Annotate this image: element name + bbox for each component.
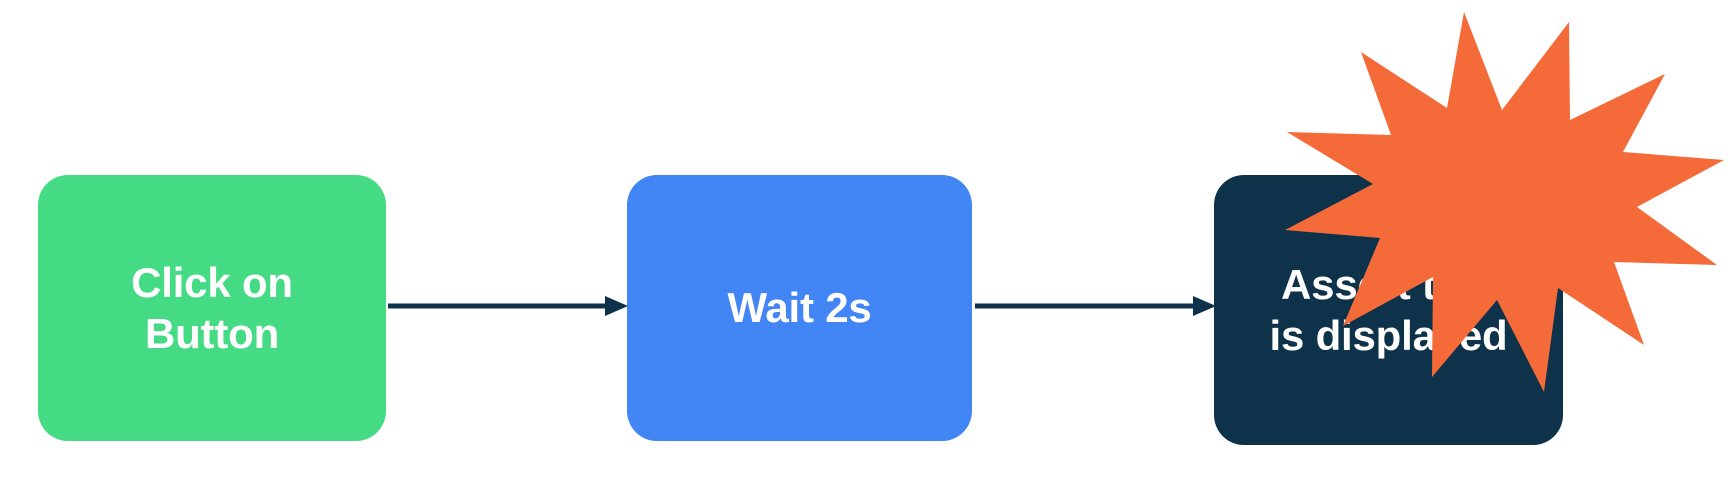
flow-node-wait-2s[interactable]: Wait 2s	[627, 175, 972, 441]
connector-wait-to-assert	[975, 296, 1216, 316]
flow-node-click-on-button[interactable]: Click on Button	[38, 175, 386, 441]
connector-click-to-wait	[388, 296, 628, 316]
flow-node-label: Assert text is displayed	[1269, 260, 1508, 359]
flow-node-label: Click on Button	[131, 258, 293, 357]
arrowhead-icon	[1193, 296, 1216, 316]
arrowhead-icon	[605, 296, 628, 316]
flow-node-assert-text-is-displayed[interactable]: Assert text is displayed	[1214, 175, 1563, 445]
flow-node-label: Wait 2s	[727, 284, 872, 332]
